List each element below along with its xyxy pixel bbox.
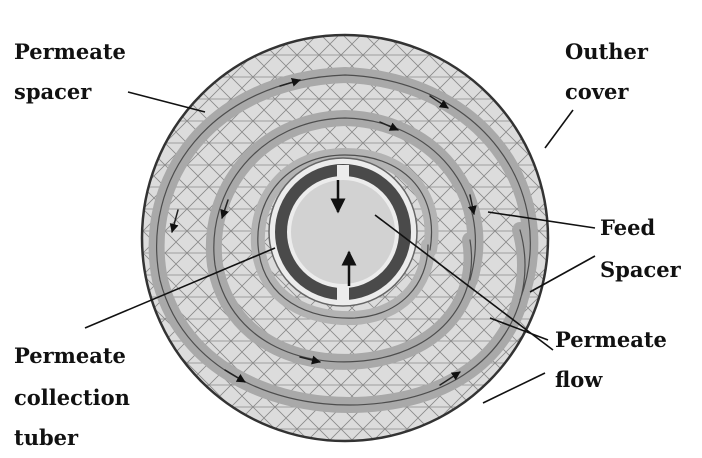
collection-tube-label-line1: Permeate [14, 342, 126, 369]
permeate-spacer-label-line2: spacer [14, 78, 91, 105]
permeate-flow-label-line1: Permeate [555, 326, 667, 353]
collection-tube-core [291, 180, 395, 284]
collection-tube-label-line2: collection [14, 384, 130, 411]
collection-tube-label-line3: tuber [14, 424, 78, 451]
feed-spacer-label-line2: Spacer [600, 256, 681, 283]
outer-cover-label-line1: Outher [565, 38, 648, 65]
permeate-spacer-label-line1: Permeate [14, 38, 126, 65]
feed-spacer-label-line1: Feed [600, 214, 655, 241]
permeate-flow-label-line2: flow [555, 366, 602, 393]
outer-cover-label-line2: cover [565, 78, 628, 105]
